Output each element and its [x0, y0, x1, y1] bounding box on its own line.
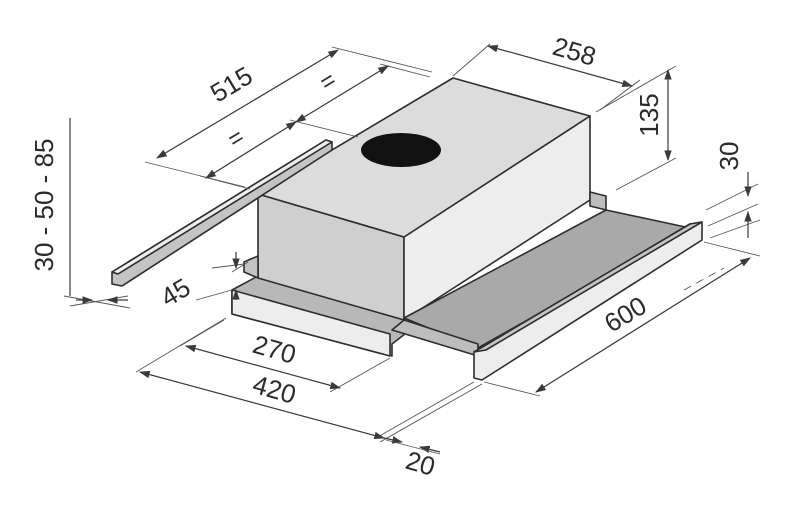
label-135: 135: [634, 93, 664, 136]
outlet-hole: [361, 133, 441, 167]
label-45: 45: [155, 272, 195, 313]
base-plate-front: [231, 289, 391, 357]
label-equal-a: =: [223, 123, 249, 153]
label-30: 30: [714, 142, 744, 171]
dimension-135: 135: [595, 65, 677, 191]
label-515: 515: [205, 60, 258, 108]
label-equal-b: =: [315, 66, 341, 96]
dimension-20: 20: [379, 383, 483, 482]
dimension-30-50-85: 30 - 50 - 85: [29, 118, 131, 309]
hood-body: [231, 77, 591, 357]
dimension-30: 30: [705, 142, 761, 239]
left-step: [243, 255, 259, 279]
label-270: 270: [249, 329, 299, 370]
tray-back-rim: [589, 191, 607, 211]
label-30-50-85: 30 - 50 - 85: [29, 139, 59, 272]
label-20: 20: [402, 445, 438, 482]
tray-side: [391, 319, 479, 357]
